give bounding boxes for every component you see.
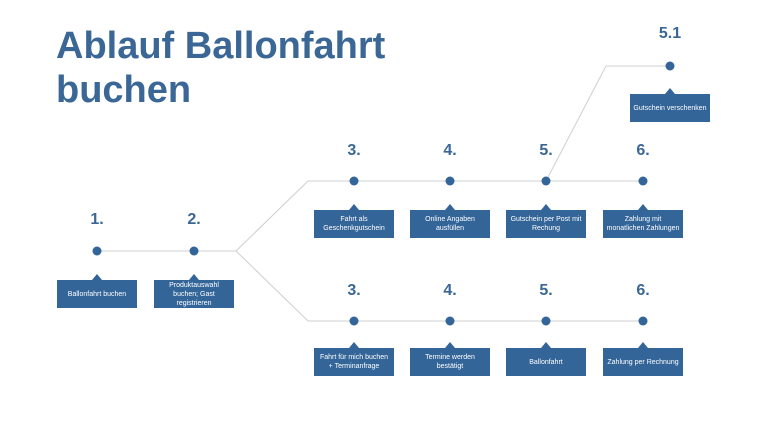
step-node <box>349 176 359 186</box>
step-label-box: Zahlung mit monatlichen Zahlungen <box>603 204 683 238</box>
connector-line <box>545 65 607 182</box>
step-number: 2. <box>187 211 201 228</box>
step-node <box>638 176 648 186</box>
connector-line <box>235 180 309 252</box>
step-node <box>92 246 102 256</box>
step-number: 6. <box>636 142 650 159</box>
connector-lines <box>97 65 670 322</box>
step-label-box: Online Angaben ausfüllen <box>410 204 490 238</box>
step-number: 5. <box>539 142 553 159</box>
step-number: 1. <box>90 211 104 228</box>
step-number: 3. <box>347 142 361 159</box>
step-number: 3. <box>347 282 361 299</box>
step-label-box: Zahlung per Rechnung <box>603 342 683 376</box>
step-number: 6. <box>636 282 650 299</box>
step-node <box>349 316 359 326</box>
step-label-box: Fahrt für mich buchen + Terminanfrage <box>314 342 394 376</box>
step-label-box: Termine werden bestätigt <box>410 342 490 376</box>
step-number: 4. <box>443 282 457 299</box>
step-label-box: Gutschein verschenken <box>630 88 710 122</box>
step-number: 5.1 <box>658 25 682 42</box>
connector-line <box>235 250 309 322</box>
step-label-box: Gutschein per Post mit Rechung <box>506 204 586 238</box>
step-node <box>638 316 648 326</box>
page-title: Ablauf Ballonfahrt buchen <box>56 25 386 111</box>
step-node <box>665 61 675 71</box>
step-node <box>445 316 455 326</box>
step-label-box: Fahrt als Geschenkgutschein <box>314 204 394 238</box>
step-number: 4. <box>443 142 457 159</box>
step-label-box: Ballonfahrt buchen <box>57 274 137 308</box>
step-node <box>445 176 455 186</box>
step-node <box>541 316 551 326</box>
step-number: 5. <box>539 282 553 299</box>
step-node <box>541 176 551 186</box>
step-label-box: Ballonfahrt <box>506 342 586 376</box>
step-node <box>189 246 199 256</box>
step-label-box: Produktauswahl buchen; Gast registrieren <box>154 274 234 308</box>
step-nodes <box>92 61 675 326</box>
